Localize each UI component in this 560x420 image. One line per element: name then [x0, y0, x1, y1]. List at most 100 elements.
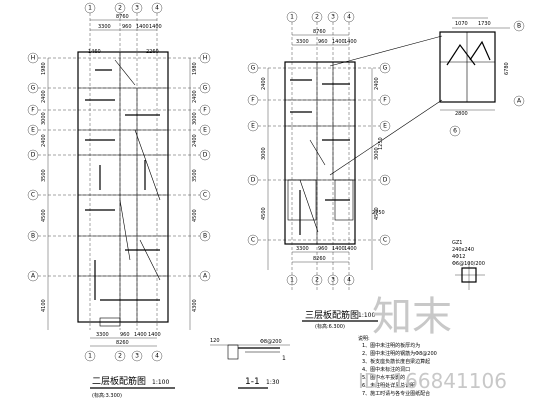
plan-scale: 1:100: [358, 312, 375, 319]
axis-label: D: [31, 152, 36, 159]
svg-text:C: C: [383, 237, 387, 244]
svg-text:F: F: [383, 97, 387, 104]
section-dim: Φ8@200: [260, 339, 282, 345]
dim-text: 3300: [98, 24, 111, 30]
notes-heading: 说明:: [358, 335, 370, 342]
svg-text:E: E: [383, 123, 387, 130]
dim-text: 8260: [116, 340, 129, 346]
dim-text: 8760: [116, 14, 129, 20]
svg-text:3: 3: [331, 277, 335, 284]
axis-label: H: [31, 55, 36, 62]
svg-text:960: 960: [318, 39, 328, 45]
svg-text:1730: 1730: [478, 21, 491, 27]
svg-text:2400: 2400: [41, 134, 47, 147]
svg-text:G: G: [251, 65, 256, 72]
svg-text:1400: 1400: [344, 246, 357, 252]
svg-text:960: 960: [318, 246, 328, 252]
axis-label: G: [203, 85, 208, 92]
watermark: 知末 ID: 166841106: [358, 294, 507, 393]
axis-label: C: [31, 192, 35, 199]
plan-outline: [284, 61, 356, 245]
plan-right: 1 2 3 4 8760 3300 960 1400 1400 G G F F …: [247, 11, 391, 330]
axis-label: G: [31, 85, 36, 92]
column-stirrup: Φ6@100/200: [452, 261, 485, 267]
section-marker: 1: [282, 355, 286, 362]
column-label: GZ1: [452, 240, 462, 246]
section-1-1: 120 Φ8@200 1 1-1 1:30: [210, 338, 290, 389]
svg-text:3500: 3500: [192, 169, 198, 182]
note-line: 7、施工时请与各专业图纸配合: [362, 390, 430, 397]
plan-elevation: (标高:6.300): [315, 323, 345, 330]
column-size: 240x240: [452, 247, 474, 253]
axis-label: 3: [135, 5, 139, 12]
dim-text: 1400: [134, 332, 147, 338]
svg-text:8260: 8260: [313, 256, 326, 262]
dim-text: 960: [122, 24, 132, 30]
plan-scale: 1:100: [152, 379, 169, 386]
svg-text:3: 3: [331, 14, 335, 21]
svg-text:3000: 3000: [41, 112, 47, 125]
svg-text:2800: 2800: [455, 111, 468, 117]
plan-title: 二层板配筋图: [92, 375, 146, 387]
svg-text:4500: 4500: [41, 209, 47, 222]
note-line: 3、板支座负筋长度自梁边算起: [362, 358, 430, 365]
axis-label: D: [203, 152, 208, 159]
axis-label: 4: [155, 5, 159, 12]
svg-text:2400: 2400: [41, 90, 47, 103]
svg-text:1400: 1400: [332, 39, 345, 45]
svg-text:A: A: [517, 98, 522, 105]
note-line: 6、未注明处详见总说明: [362, 382, 415, 389]
svg-text:1400: 1400: [332, 246, 345, 252]
svg-text:1250: 1250: [378, 137, 384, 150]
plan-title: 三层板配筋图: [305, 309, 359, 321]
svg-text:C: C: [251, 237, 255, 244]
svg-text:B: B: [517, 23, 521, 30]
plan-left: 1 2 3 4 8760 3300 960 1400 1400 1460 226…: [27, 2, 211, 399]
detail-top-right: 1070 1730 2800 6780 B A 6: [329, 17, 525, 176]
dim-text: 960: [120, 332, 130, 338]
dim-text: 1400: [149, 24, 162, 30]
watermark-id: ID: 166841106: [358, 369, 507, 393]
svg-text:4500: 4500: [374, 207, 380, 220]
axis-label: F: [203, 107, 207, 114]
axis-label: 1: [88, 5, 92, 12]
section-dim: 120: [210, 338, 220, 344]
rebar-marks: [287, 79, 354, 235]
svg-text:1980: 1980: [41, 62, 47, 75]
svg-text:3000: 3000: [261, 147, 267, 160]
side-axes: H H G G F F E E D D C C B B A A: [27, 52, 211, 282]
svg-text:4: 4: [347, 277, 351, 284]
axis-label: A: [203, 273, 208, 280]
svg-text:3300: 3300: [296, 246, 309, 252]
axis-label: 2: [118, 5, 122, 12]
svg-text:3500: 3500: [41, 169, 47, 182]
svg-text:1980: 1980: [192, 62, 198, 75]
plan-outline: [77, 51, 169, 323]
svg-text:1: 1: [290, 277, 294, 284]
dim-text: 1400: [136, 24, 149, 30]
svg-text:E: E: [251, 123, 255, 130]
svg-text:4: 4: [347, 14, 351, 21]
note-line: 5、图中水平投影的: [362, 374, 405, 381]
svg-text:4100: 4100: [41, 299, 47, 312]
axis-label: B: [31, 233, 35, 240]
svg-text:2400: 2400: [374, 77, 380, 90]
svg-text:4500: 4500: [261, 207, 267, 220]
axis-label: A: [31, 273, 36, 280]
svg-text:3000: 3000: [192, 112, 198, 125]
svg-text:F: F: [251, 97, 255, 104]
rebar-marks: [85, 59, 161, 327]
svg-text:3000: 3000: [374, 147, 380, 160]
svg-text:6780: 6780: [504, 62, 510, 75]
svg-text:2: 2: [315, 277, 319, 284]
column-detail: GZ1 240x240 4Φ12 Φ6@100/200: [452, 240, 485, 290]
section-title: 1-1: [245, 377, 260, 387]
axis-label: E: [203, 127, 207, 134]
svg-text:D: D: [251, 177, 256, 184]
svg-text:G: G: [383, 65, 388, 72]
axis-label: H: [203, 55, 208, 62]
section-scale: 1:30: [266, 379, 280, 386]
svg-text:1400: 1400: [344, 39, 357, 45]
column-rebar: 4Φ12: [452, 254, 465, 260]
svg-text:2: 2: [315, 14, 319, 21]
